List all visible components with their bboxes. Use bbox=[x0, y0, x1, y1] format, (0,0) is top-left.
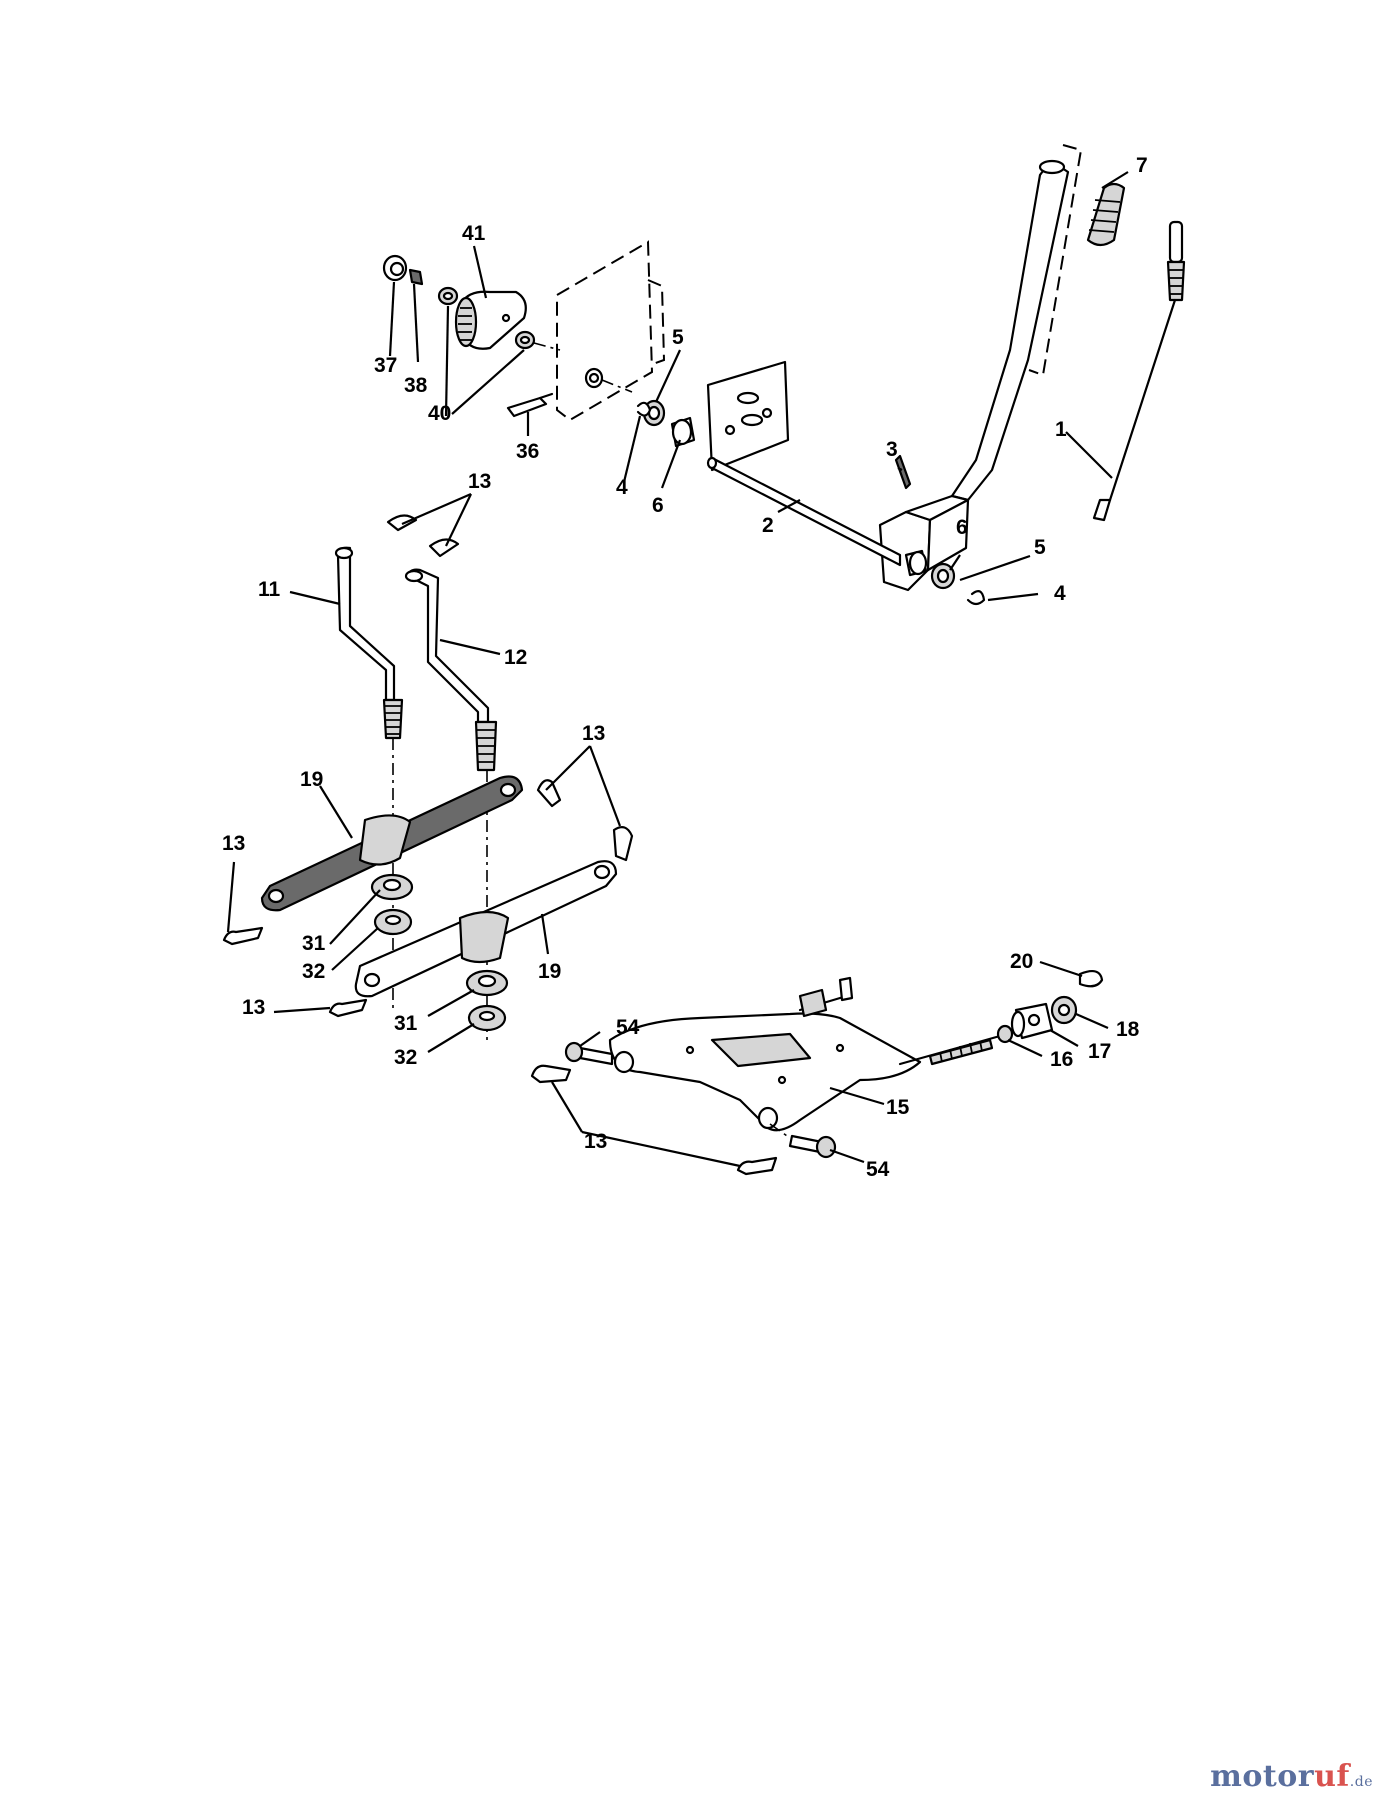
hairpin-clip-right-part bbox=[536, 779, 634, 862]
watermark-tld: .de bbox=[1349, 1774, 1373, 1790]
shaft-bushing-left bbox=[636, 399, 696, 448]
knob-assembly bbox=[382, 254, 561, 351]
callout-4-left: 4 bbox=[616, 476, 628, 499]
handle-grip-part bbox=[1086, 182, 1126, 247]
callout-37: 37 bbox=[374, 354, 397, 377]
shaft-bushing-right bbox=[904, 549, 986, 606]
callout-4-right: 4 bbox=[1054, 582, 1066, 605]
callout-13-top: 13 bbox=[468, 470, 491, 493]
callout-6-right: 6 bbox=[956, 516, 968, 539]
spring-rod-part bbox=[1092, 220, 1186, 522]
adjustment-nut-part bbox=[1050, 995, 1078, 1025]
callout-31-lower: 31 bbox=[394, 1012, 418, 1035]
hairpin-clip-top-part bbox=[386, 514, 460, 558]
callout-18: 18 bbox=[1116, 1018, 1140, 1041]
hairpin-clip-20-part bbox=[1078, 969, 1104, 988]
callout-15: 15 bbox=[886, 1096, 910, 1119]
cross-shaft-part bbox=[706, 456, 902, 567]
callout-12: 12 bbox=[504, 646, 527, 669]
callout-3: 3 bbox=[886, 438, 898, 461]
callout-19-upper: 19 bbox=[300, 768, 323, 791]
callout-13-bottom: 13 bbox=[584, 1130, 607, 1153]
callout-13-left: 13 bbox=[222, 832, 245, 855]
callout-32-upper: 32 bbox=[302, 960, 325, 983]
lift-arm-upper-part bbox=[260, 775, 524, 912]
shoulder-bolt-lower-part bbox=[769, 1123, 837, 1159]
callout-6-left: 6 bbox=[652, 494, 664, 517]
spring-clip-part bbox=[506, 392, 554, 418]
callout-31-upper: 31 bbox=[302, 932, 326, 955]
bushing-lower-part bbox=[465, 969, 509, 997]
callout-1: 1 bbox=[1055, 418, 1067, 441]
callout-17: 17 bbox=[1088, 1040, 1111, 1063]
callout-11: 11 bbox=[258, 578, 281, 601]
callout-40: 40 bbox=[428, 402, 451, 425]
nut-lower-part bbox=[467, 1004, 507, 1032]
hairpin-clip-left-part bbox=[222, 926, 368, 1018]
watermark-accent: uf bbox=[1314, 1759, 1350, 1794]
callout-20: 20 bbox=[1010, 950, 1033, 973]
motoruf-watermark: motoruf.de bbox=[1210, 1759, 1373, 1794]
deck-bracket-part bbox=[608, 1012, 922, 1132]
callout-32-lower: 32 bbox=[394, 1046, 417, 1069]
bushing-upper-part bbox=[370, 873, 414, 901]
callout-54-upper: 54 bbox=[616, 1016, 640, 1039]
callout-5-left: 5 bbox=[672, 326, 684, 349]
callout-16: 16 bbox=[1050, 1048, 1073, 1071]
callout-36: 36 bbox=[516, 440, 539, 463]
lift-handle-part bbox=[878, 159, 1070, 592]
lift-arm-lower-part bbox=[354, 860, 618, 998]
callout-54-lower: 54 bbox=[866, 1158, 890, 1181]
bracket-plate-part bbox=[706, 360, 790, 472]
trunnion-part bbox=[1010, 1002, 1054, 1040]
roll-pin-part bbox=[894, 454, 912, 490]
callout-38: 38 bbox=[404, 374, 428, 397]
plate-bolt bbox=[584, 367, 633, 393]
jam-nut-part bbox=[996, 1024, 1014, 1044]
callout-2: 2 bbox=[762, 514, 774, 537]
adjustment-rod-part bbox=[798, 976, 1002, 1066]
callout-41: 41 bbox=[462, 222, 486, 245]
shoulder-bolt-upper-part bbox=[564, 1041, 614, 1066]
mounting-plate-outline bbox=[556, 240, 666, 422]
callout-13-right: 13 bbox=[582, 722, 605, 745]
hairpin-clip-bottom-part bbox=[530, 1064, 778, 1176]
callout-19-lower: 19 bbox=[538, 960, 561, 983]
lift-link-left-part bbox=[334, 546, 404, 740]
callout-13-lower-left: 13 bbox=[242, 996, 265, 1019]
lift-link-right-part bbox=[404, 568, 498, 772]
callout-7: 7 bbox=[1136, 154, 1148, 177]
watermark-main: motor bbox=[1210, 1759, 1315, 1794]
leader-lines bbox=[226, 171, 1129, 1168]
nut-upper-part bbox=[373, 908, 413, 936]
callout-5-right: 5 bbox=[1034, 536, 1046, 559]
handle-extension-dash bbox=[1028, 144, 1083, 377]
